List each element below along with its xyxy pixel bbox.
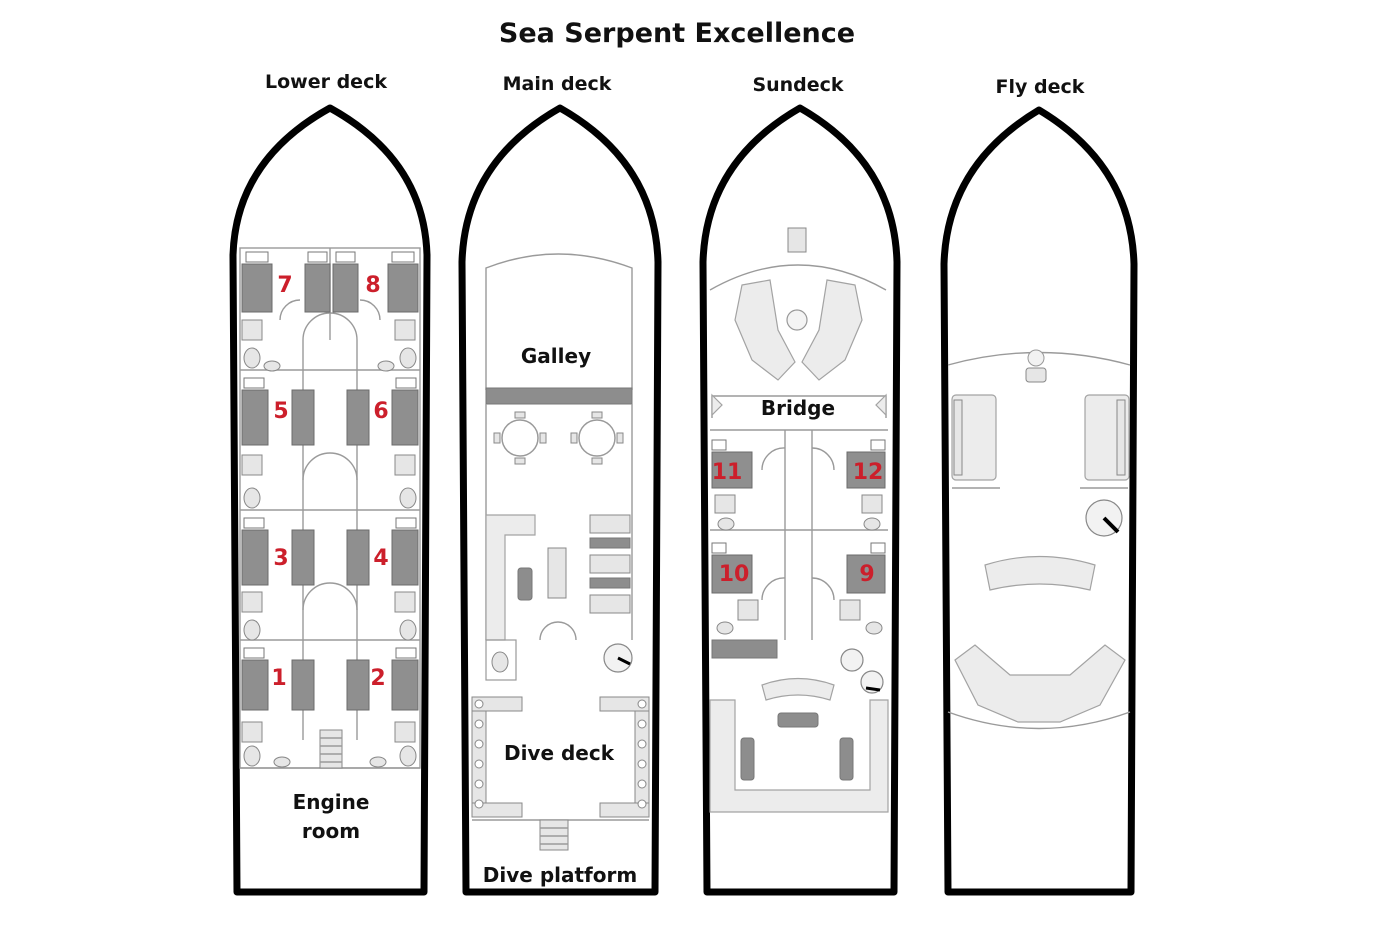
dive-deck-tank-racks	[471, 696, 650, 818]
cabin-number: 4	[373, 546, 388, 571]
sundeck: Bridge	[699, 104, 901, 896]
room-label-galley: Galley	[521, 344, 591, 368]
cabin-number: 8	[365, 273, 380, 298]
fly-deck-loungers	[951, 394, 1130, 489]
cabin-number: 7	[277, 273, 292, 298]
cabin-number: 1	[271, 666, 286, 691]
cabin-number: 3	[273, 546, 288, 571]
deck-title-fly: Fly deck	[996, 76, 1085, 98]
room-label-engine: Engine	[293, 790, 370, 814]
plan-title: Sea Serpent Excellence	[499, 18, 855, 49]
sundeck-aft-lounge	[709, 677, 889, 813]
main-deck-dining-chairs	[589, 514, 631, 614]
lower-deck-bathrooms	[241, 319, 417, 768]
lower-deck-stairs	[319, 729, 343, 769]
room-label-bridge: Bridge	[761, 396, 835, 420]
fly-deck-large-sofa	[954, 644, 1126, 723]
deck-title-main: Main deck	[503, 73, 612, 95]
main-deck-hull	[458, 104, 662, 896]
lower-deck-hull	[229, 104, 431, 896]
fly-deck-small-sofa	[984, 555, 1096, 591]
room-label-engine: room	[302, 819, 360, 843]
spiral-staircase-icon	[840, 648, 864, 672]
cabin-number: 11	[712, 460, 743, 485]
main-deck-tables	[493, 411, 624, 465]
cabin-number: 5	[273, 399, 288, 424]
lower-deck-beds	[241, 251, 419, 711]
deck-title-lower: Lower deck	[265, 71, 387, 93]
main-deck: Galley	[458, 104, 662, 896]
sundeck-beds	[711, 439, 886, 594]
cabin-number: 6	[373, 399, 388, 424]
deck-title-sundeck: Sundeck	[752, 74, 843, 96]
room-label-dive-platform: Dive platform	[483, 863, 637, 887]
cabin-number: 9	[859, 562, 874, 587]
cabin-number: 10	[719, 562, 750, 587]
fly-deck	[940, 106, 1138, 896]
helm-chair-icon	[1027, 349, 1045, 367]
sundeck-bathrooms	[714, 494, 883, 635]
lower-deck: 7 8 5 6 3 4 1 2 Engine room	[229, 104, 431, 896]
room-label-dive-deck: Dive deck	[504, 741, 615, 765]
sundeck-round-lounge	[734, 279, 863, 381]
cabin-number: 12	[853, 460, 884, 485]
cabin-number: 2	[370, 666, 385, 691]
